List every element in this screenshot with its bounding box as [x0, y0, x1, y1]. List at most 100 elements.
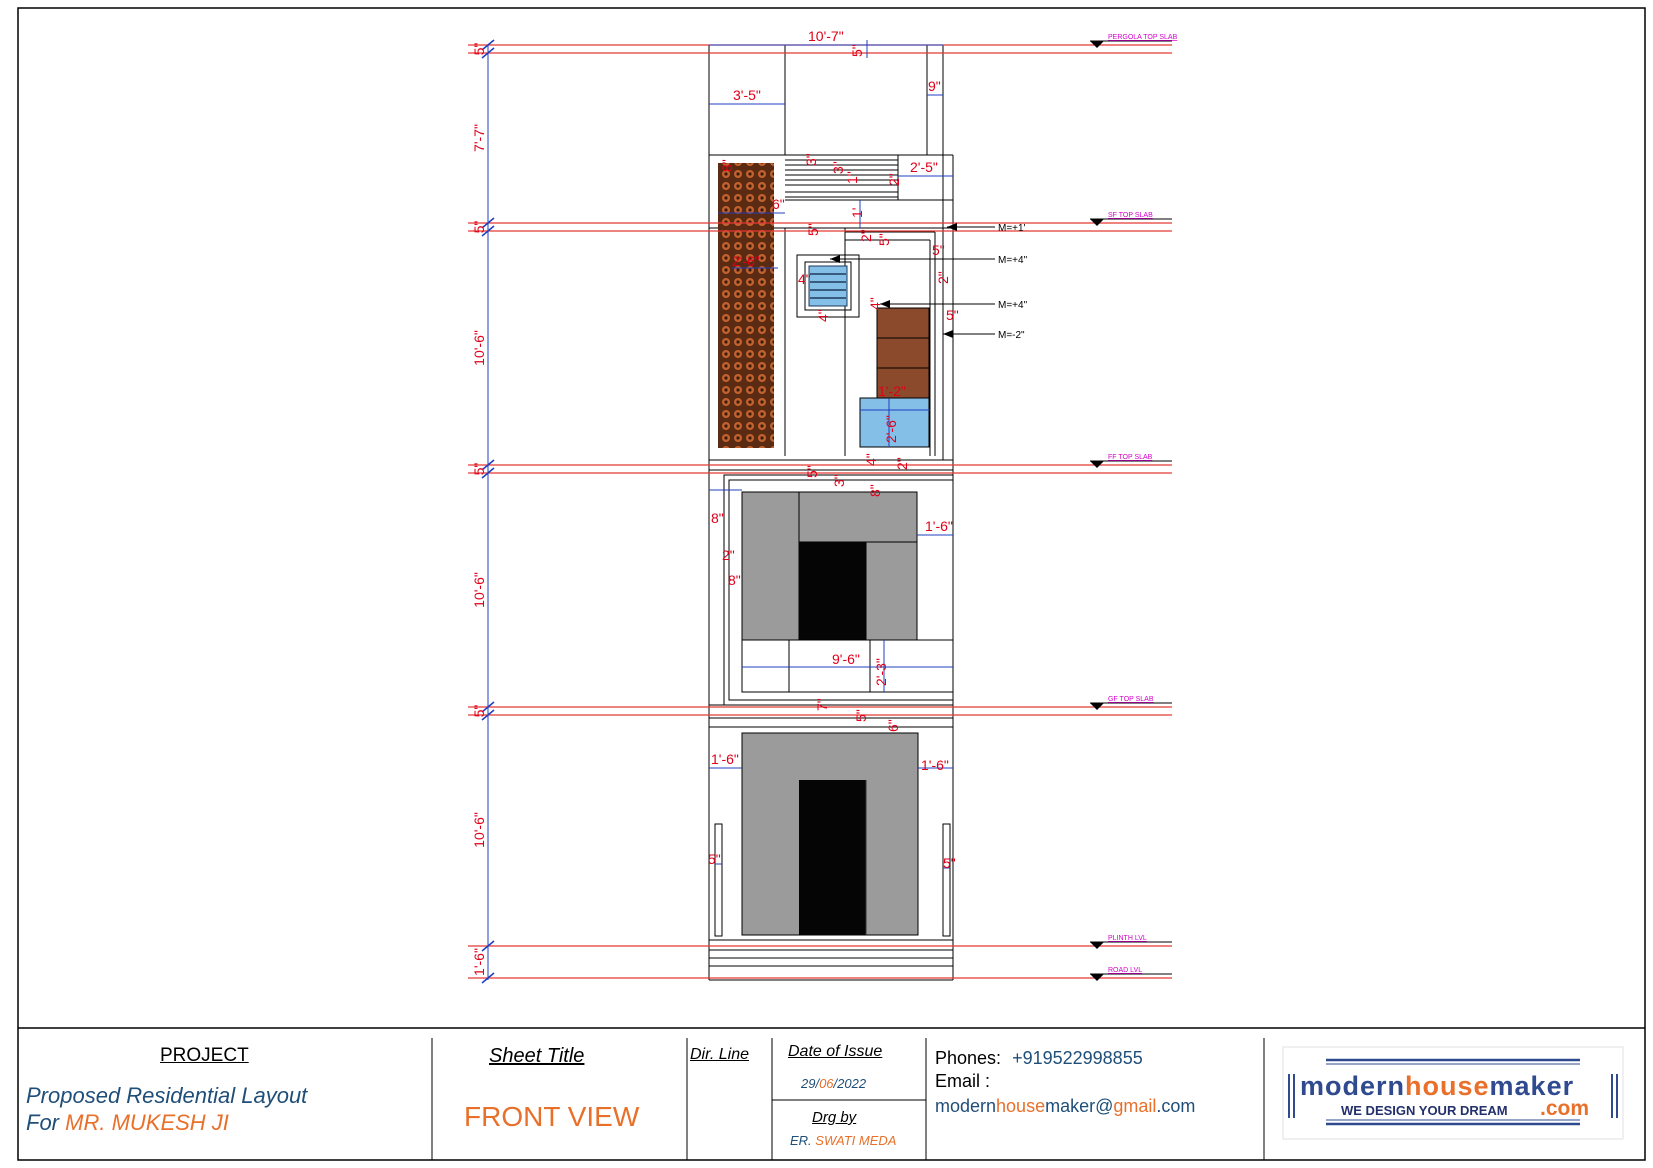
- marker-4: M=-2": [998, 330, 1025, 341]
- level-marker-icon: [1090, 974, 1104, 981]
- email-address[interactable]: modernhousemaker@gmail.com: [935, 1096, 1195, 1117]
- dim-tick: [481, 709, 495, 721]
- sheet-title-label: Sheet Title: [489, 1045, 585, 1067]
- dim-ff-9-6: 9'-6": [832, 651, 860, 667]
- date-label: Date of Issue: [788, 1043, 883, 1060]
- marker-1: M=+1': [998, 223, 1026, 234]
- phones-row: Phones: +919522998855: [935, 1048, 1143, 1069]
- email-label: Email :: [935, 1071, 991, 1091]
- dim-gf-1-6b: 1'-6": [921, 757, 949, 773]
- dim-ff-1-6: 1'-6": [925, 518, 953, 534]
- level-marker-icon: [1090, 942, 1104, 949]
- dim-ff-7: 7": [814, 698, 830, 711]
- level-label: GF TOP SLAB: [1108, 696, 1154, 703]
- dim-sf-4b: 4": [815, 309, 831, 322]
- vertical-dims: 5" 7'-7" 5" 10'-6" 5" 10'-6" 5" 10'-6" 1'-6": [471, 39, 495, 984]
- project-line-1: Proposed Residential Layout: [26, 1083, 308, 1108]
- logo-word-house: house: [1405, 1071, 1490, 1101]
- logo: modernhousemaker WE DESIGN YOUR DREAM .c…: [1282, 1046, 1624, 1140]
- dim-tick: [481, 701, 495, 713]
- dim-sf-2-6: 2'-6": [883, 415, 899, 443]
- logo-dotcom: .com: [1540, 1097, 1589, 1120]
- wooden-door-panels: [877, 337, 929, 369]
- dim-ff-2-3: 2'-3": [873, 658, 889, 686]
- dim-tick: [481, 47, 495, 59]
- date-month: 06: [819, 1076, 834, 1091]
- vertical-dim-label: 5": [471, 705, 487, 718]
- dim-ff-8a: 8": [867, 484, 883, 497]
- marker-arrowheads: [830, 223, 957, 338]
- dim-pergola-5: 5": [849, 44, 865, 57]
- dim-tick: [481, 459, 495, 471]
- vertical-dim-label: 10'-6": [471, 330, 487, 366]
- svg-text:modernhousemaker: modernhousemaker: [1300, 1071, 1574, 1101]
- marker-2: M=+4": [998, 255, 1028, 266]
- dim-gf-5a: 5": [708, 851, 721, 867]
- dim-louver-1: 1": [844, 171, 860, 184]
- project-for: For: [26, 1110, 59, 1135]
- level-label: SF TOP SLAB: [1108, 212, 1153, 219]
- dim-pergola-9: 9": [928, 78, 941, 94]
- dim-sf-4d: 4": [863, 453, 879, 466]
- vertical-dim-label: 5": [471, 221, 487, 234]
- drg-by-value: ER. SWATI MEDA: [790, 1133, 896, 1148]
- wooden-door: [876, 307, 930, 399]
- dim-sf-2c: 2": [894, 457, 910, 470]
- dim-tick: [481, 225, 495, 237]
- date-year: /2022: [833, 1076, 867, 1091]
- vertical-dim-label: 10'-6": [471, 572, 487, 608]
- marker-3: M=+4": [998, 300, 1028, 311]
- level-marker-icon: [1090, 41, 1104, 48]
- ff-door: [799, 542, 866, 640]
- logo-word-modern: modern: [1300, 1071, 1405, 1101]
- project-label: PROJECT: [160, 1045, 249, 1066]
- drg-by-prefix: ER.: [790, 1133, 812, 1148]
- dim-sf-5a: 5": [805, 223, 821, 236]
- date-value: 29/06/2022: [801, 1076, 866, 1091]
- sheet-border: [17, 7, 1646, 1161]
- drg-by-label: Drg by: [812, 1109, 857, 1126]
- email-part-d: gmail: [1113, 1096, 1157, 1116]
- level-label: PLINTH LVL: [1108, 935, 1147, 942]
- email-part-a: modern: [935, 1096, 997, 1116]
- glass-railing: [859, 397, 930, 448]
- level-label: FF TOP SLAB: [1108, 454, 1153, 461]
- vertical-dim-label: 1'-6": [471, 948, 487, 976]
- level-lines: PERGOLA TOP SLAB SF TOP SLAB FF TOP SLAB GF…: [468, 34, 1178, 981]
- level-label: PERGOLA TOP SLAB: [1108, 34, 1178, 41]
- dim-gf-5: 5": [853, 709, 869, 722]
- vertical-dim-label: 5": [471, 43, 487, 56]
- dim-louver-3b: 3": [830, 161, 846, 174]
- dim-sf-5b: 5": [876, 233, 892, 246]
- dim-sf-2a: 2": [858, 229, 874, 242]
- gf-main-door: [799, 780, 866, 935]
- email-part-c: maker@: [1045, 1096, 1114, 1116]
- level-label: ROAD LVL: [1108, 967, 1142, 974]
- level-marker-icon: [1090, 461, 1104, 468]
- vertical-dim-label: 10'-6": [471, 812, 487, 848]
- window-louvers: [810, 273, 846, 299]
- drg-by-name: SWATI MEDA: [815, 1133, 897, 1148]
- dim-louver-2-5: 2'-5": [910, 159, 938, 175]
- dim-jaali-2-6: 2'-6": [732, 253, 760, 269]
- vertical-dim-label: 5": [471, 463, 487, 476]
- dim-gf-5b: 5": [943, 855, 956, 871]
- phone-number[interactable]: +919522998855: [1012, 1048, 1143, 1068]
- dim-ff-8b: 8": [711, 510, 724, 526]
- level-marker-icon: [1090, 703, 1104, 710]
- dim-ff-5: 5": [804, 465, 820, 478]
- ff-sill: [741, 639, 954, 693]
- dim-sf-4a: 4": [798, 271, 811, 287]
- dim-tick: [481, 940, 495, 952]
- dim-sf-rail-1: 1'-2": [878, 383, 906, 399]
- vertical-dim-label: 7'-7": [471, 124, 487, 152]
- dim-gf-6: 6": [885, 719, 901, 732]
- dim-tick: [481, 467, 495, 479]
- level-marker-icon: [1090, 219, 1104, 226]
- project-line-2: For MR. MUKESH JI: [26, 1110, 229, 1136]
- email-part-b: house: [996, 1096, 1046, 1116]
- dim-louver-3a: 3": [803, 153, 819, 166]
- dim-jaali-8: 8": [719, 159, 735, 172]
- sheet-title: FRONT VIEW: [464, 1101, 640, 1132]
